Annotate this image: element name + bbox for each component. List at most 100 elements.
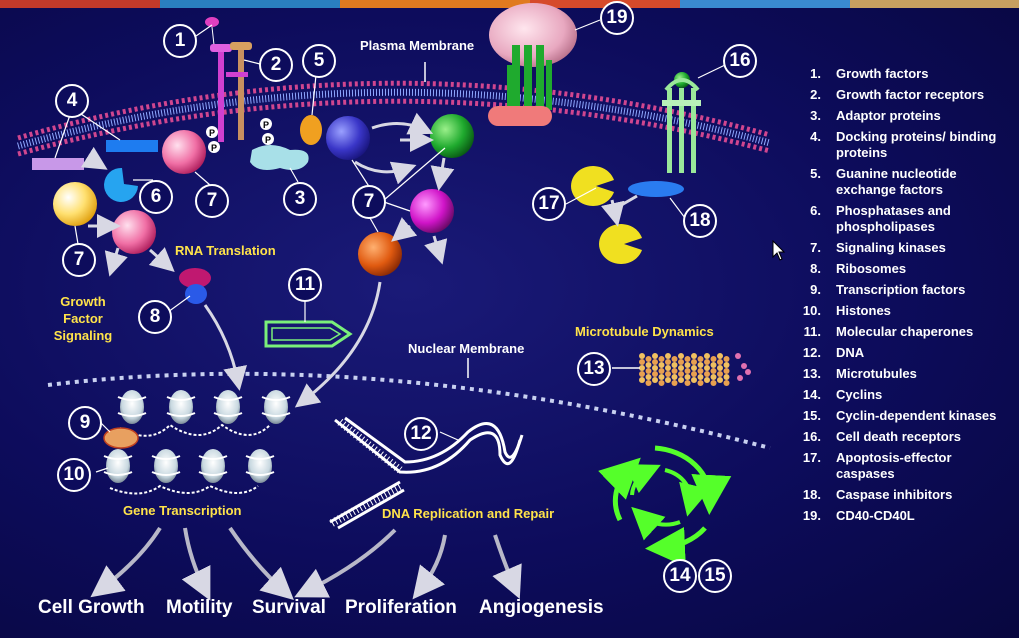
legend-item: 15.Cyclin-dependent kinases xyxy=(795,408,1010,424)
legend-item: 14.Cyclins xyxy=(795,387,1010,403)
microtubule-bead xyxy=(717,377,723,383)
outcome-arrows xyxy=(90,526,522,601)
signaling-kinase-icon xyxy=(430,114,474,158)
leader-lines xyxy=(74,24,686,473)
microtubule-bead xyxy=(652,377,658,383)
cd40-adaptor-icon xyxy=(488,106,552,126)
microtubule-bead xyxy=(717,371,723,377)
histone-icon xyxy=(103,449,133,483)
legend-text: CD40-CD40L xyxy=(836,508,915,523)
signaling-kinase-icon xyxy=(358,232,402,276)
outcome-angiogenesis: Angiogenesis xyxy=(479,597,604,618)
microtubule-bead xyxy=(684,380,691,386)
microtubule-bead xyxy=(704,359,710,365)
legend-text: Adaptor proteins xyxy=(836,108,941,123)
microtubule-bead xyxy=(697,362,704,368)
microtubule-bead xyxy=(652,359,658,365)
microtubule-bead xyxy=(645,362,652,368)
caspase-inhibitor-icon xyxy=(628,181,684,197)
legend-number: 1. xyxy=(810,66,821,81)
legend-item: 11.Molecular chaperones xyxy=(795,324,1010,340)
legend-number: 19. xyxy=(802,508,821,523)
legend-number: 9. xyxy=(810,282,821,297)
microtubule-bead xyxy=(717,353,723,359)
microtubule-bead xyxy=(671,362,678,368)
microtubule-bead xyxy=(652,353,658,359)
signaling-kinase-icon xyxy=(53,182,97,226)
docking-protein-icon xyxy=(32,158,84,170)
dna-linker xyxy=(109,484,259,495)
microtubule-icon xyxy=(639,353,751,386)
microtubule-bead xyxy=(639,359,645,365)
phospho-label: P xyxy=(263,120,269,130)
microtubule-bead xyxy=(704,371,710,377)
legend-item: 3.Adaptor proteins xyxy=(795,108,1010,124)
microtubule-bead xyxy=(691,365,697,371)
nuclear-membrane xyxy=(47,371,771,450)
ribosome-icon xyxy=(179,268,211,288)
legend-text: DNA xyxy=(836,345,865,360)
legend-item: 9.Transcription factors xyxy=(795,282,1010,298)
legend-text: Ribosomes xyxy=(836,261,907,276)
transcription-factor-icon xyxy=(103,427,139,449)
legend-number: 15. xyxy=(802,408,821,423)
microtubule-bead xyxy=(691,359,697,365)
microtubule-bead xyxy=(639,377,645,383)
legend-item: 10.Histones xyxy=(795,303,1010,319)
badge-6: 6 xyxy=(139,180,173,214)
phospho-label: P xyxy=(209,128,215,138)
legend-text: Phosphatases and phospholipases xyxy=(836,203,951,234)
microtubule-bead xyxy=(678,359,684,365)
legend-text: Docking proteins/ binding proteins xyxy=(836,129,997,160)
signaling-kinase-icon xyxy=(410,189,454,233)
plasma-membrane xyxy=(17,80,771,157)
microtubule-bead xyxy=(684,368,691,374)
microtubule-bead xyxy=(639,365,645,371)
legend-text: Cell death receptors xyxy=(836,429,961,444)
microtubule-bead xyxy=(645,380,652,386)
badge-15: 15 xyxy=(698,559,732,593)
growth-factor-signaling-label: Growth Factor Signaling xyxy=(53,294,113,343)
microtubule-bead xyxy=(691,353,697,359)
legend-text: Microtubules xyxy=(836,366,917,381)
microtubule-bead xyxy=(678,371,684,377)
microtubule-bead xyxy=(697,356,704,362)
badge-18: 18 xyxy=(683,204,717,238)
legend-item: 2. Growth factor receptors xyxy=(795,87,1010,103)
microtubule-bead xyxy=(704,377,710,383)
mouse-cursor-icon xyxy=(772,240,786,261)
histone-icon xyxy=(245,449,275,483)
gef-icon xyxy=(300,115,322,145)
legend-text: Growth factor receptors xyxy=(836,87,985,102)
signaling-kinase-icon xyxy=(162,130,206,174)
badge-9: 9 xyxy=(68,406,102,440)
badge-10: 10 xyxy=(57,458,91,492)
microtubule-bead xyxy=(678,365,684,371)
microtubule-bead xyxy=(671,380,678,386)
microtubule-bead xyxy=(658,374,665,380)
legend-text: Guanine nucleotide exchange factors xyxy=(836,166,957,197)
microtubule-dynamics-label: Microtubule Dynamics xyxy=(575,324,714,339)
badge-13: 13 xyxy=(577,352,611,386)
legend-number: 7. xyxy=(810,240,821,255)
legend-number: 16. xyxy=(802,429,821,444)
microtubule-bead xyxy=(735,353,741,359)
legend-number: 2. xyxy=(810,87,821,102)
microtubule-bead xyxy=(665,365,671,371)
microtubule-bead xyxy=(671,356,678,362)
legend-text: Histones xyxy=(836,303,891,318)
microtubule-bead xyxy=(658,362,665,368)
microtubule-bead xyxy=(652,365,658,371)
microtubule-bead xyxy=(697,368,704,374)
microtubule-bead xyxy=(691,377,697,383)
legend-item: 5.Guanine nucleotide exchange factors xyxy=(795,166,1010,198)
docking-protein-icon xyxy=(106,140,158,152)
cell-cycle-icon xyxy=(598,445,732,567)
microtubule-bead xyxy=(665,359,671,365)
growth-factor-icon xyxy=(205,17,219,27)
top-color-strip xyxy=(0,0,1019,8)
microtubule-bead xyxy=(710,356,717,362)
phospho-label: P xyxy=(265,135,271,145)
